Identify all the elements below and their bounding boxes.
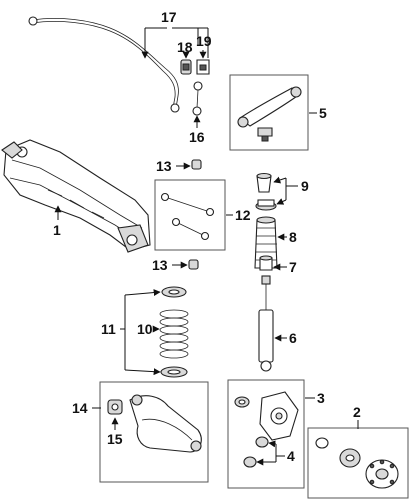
callout-18: 18: [177, 39, 193, 55]
stabilizer-bushing: [180, 59, 192, 75]
link-nut-upper: [191, 159, 202, 170]
callout-9: 9: [301, 178, 309, 194]
callouts: 17 18 19 16 1 5 13 12 13 9 8 7 6 11 10 1…: [53, 9, 361, 464]
stabilizer-link: [192, 81, 203, 116]
lateral-link-box: [154, 179, 226, 251]
shock-absorber: [258, 275, 274, 372]
leader-lines: [54, 27, 359, 466]
shock-upper-mount: [256, 172, 272, 193]
bump-stop: [259, 255, 273, 271]
spring-upper-seat: [161, 286, 187, 298]
link-nut-lower: [188, 259, 199, 270]
callout-15: 15: [107, 431, 123, 447]
knuckle-seal: [234, 396, 250, 408]
callout-16: 16: [189, 129, 205, 145]
callout-11: 11: [101, 321, 116, 337]
crossmember: [1, 139, 151, 253]
callout-13-lower: 13: [152, 257, 168, 273]
callout-1: 1: [53, 222, 61, 238]
callout-3: 3: [317, 390, 325, 406]
knuckle-bushing-upper: [255, 436, 269, 448]
callout-7: 7: [289, 259, 297, 275]
callout-4: 4: [287, 448, 295, 464]
callout-10: 10: [137, 321, 153, 337]
lower-arm-bushing: [107, 399, 123, 415]
shock-mount-bushing: [255, 199, 277, 211]
rear-knuckle: [259, 391, 299, 441]
knuckle-box: [227, 379, 305, 489]
callout-8: 8: [289, 229, 297, 245]
callout-14: 14: [72, 400, 88, 416]
callout-5: 5: [319, 105, 327, 121]
callout-19: 19: [196, 33, 212, 49]
callout-13-upper: 13: [156, 158, 172, 174]
callout-6: 6: [289, 330, 297, 346]
dust-boot: [254, 216, 278, 269]
knuckle-bushing-lower: [243, 456, 257, 468]
lateral-links: [160, 192, 215, 241]
callout-17: 17: [161, 9, 177, 25]
spring-lower-seat: [160, 366, 188, 378]
stabilizer-bracket: [196, 59, 210, 75]
stabilizer-bar: [28, 16, 180, 113]
wheel-bearing-hub: [315, 437, 399, 489]
callout-2: 2: [353, 404, 361, 420]
coil-spring: [159, 309, 189, 359]
lower-control-arm: [129, 394, 202, 453]
upper-control-arm: [237, 86, 302, 142]
callout-12: 12: [235, 207, 251, 223]
